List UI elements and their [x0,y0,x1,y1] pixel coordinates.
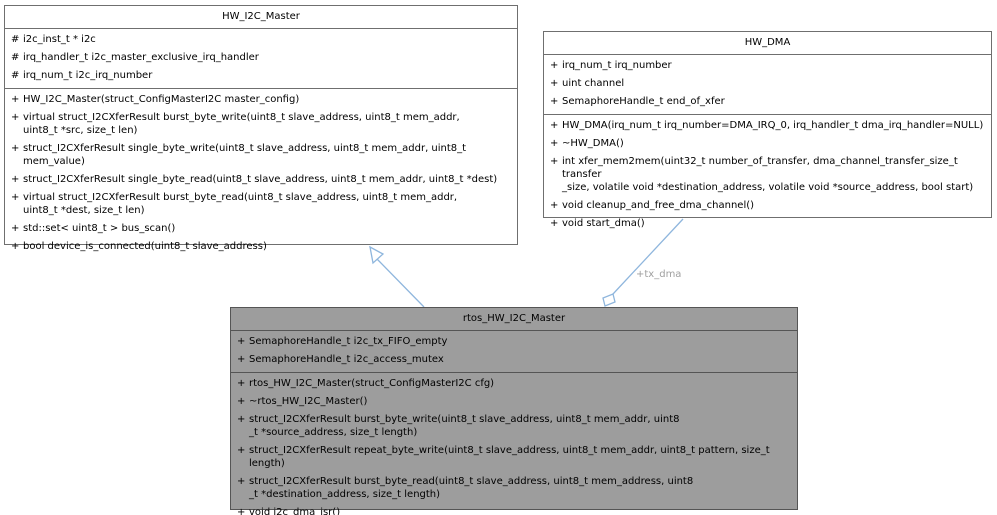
visibility-marker: + [237,378,246,389]
class-title: HW_I2C_Master [5,6,517,29]
method-text: void start_dma() [562,218,645,229]
attributes-section: +irq_num_t irq_number +uint channel +Sem… [544,55,991,115]
method-text: struct_I2CXferResult burst_byte_read(uin… [249,476,694,500]
visibility-marker: # [11,34,20,45]
attributes-section: #i2c_inst_t * i2c #irq_handler_t i2c_mas… [5,29,517,89]
visibility-marker: + [550,60,559,71]
method-text: ~rtos_HW_I2C_Master() [249,396,368,407]
visibility-marker: + [11,192,20,203]
method[interactable]: +void start_dma() [544,215,991,233]
visibility-marker: + [237,396,246,407]
visibility-marker: + [550,200,559,211]
attribute-text: SemaphoreHandle_t end_of_xfer [562,96,725,107]
attribute-text: SemaphoreHandle_t i2c_access_mutex [249,354,444,365]
attribute[interactable]: +SemaphoreHandle_t i2c_tx_FIFO_empty [231,333,797,351]
class-hw-dma[interactable]: HW_DMA +irq_num_t irq_number +uint chann… [543,31,992,229]
visibility-marker: + [550,156,559,167]
method[interactable]: +struct_I2CXferResult single_byte_write(… [5,140,517,171]
visibility-marker: + [550,218,559,229]
method[interactable]: +int xfer_mem2mem(uint32_t number_of_tra… [544,153,991,197]
visibility-marker: + [237,476,246,487]
method[interactable]: +HW_DMA(irq_num_t irq_number=DMA_IRQ_0, … [544,117,991,135]
attribute[interactable]: +SemaphoreHandle_t i2c_access_mutex [231,351,797,369]
method[interactable]: +virtual struct_I2CXferResult burst_byte… [5,109,517,140]
method-text: struct_I2CXferResult burst_byte_write(ui… [249,414,680,438]
visibility-marker: + [237,507,246,515]
inheritance-edge [376,258,425,308]
visibility-marker: + [11,223,20,234]
visibility-marker: + [11,143,20,154]
class-rtos-hw-i2c-master[interactable]: rtos_HW_I2C_Master +SemaphoreHandle_t i2… [230,307,798,515]
methods-section: +rtos_HW_I2C_Master(struct_ConfigMasterI… [231,373,797,515]
method-text: rtos_HW_I2C_Master(struct_ConfigMasterI2… [249,378,495,389]
methods-section: +HW_DMA(irq_num_t irq_number=DMA_IRQ_0, … [544,115,991,236]
method-text: struct_I2CXferResult repeat_byte_write(u… [249,445,773,469]
visibility-marker: + [237,414,246,425]
class-title: rtos_HW_I2C_Master [231,308,797,331]
aggregation-diamond [602,293,616,307]
attribute[interactable]: #irq_num_t i2c_irq_number [5,67,517,85]
visibility-marker: + [11,174,20,185]
visibility-marker: + [550,78,559,89]
method[interactable]: +struct_I2CXferResult single_byte_read(u… [5,171,517,189]
method[interactable]: +~rtos_HW_I2C_Master() [231,393,797,411]
method-text: HW_I2C_Master(struct_ConfigMasterI2C mas… [23,94,300,105]
method[interactable]: +void cleanup_and_free_dma_channel() [544,197,991,215]
method-text: struct_I2CXferResult single_byte_write(u… [23,143,470,167]
attribute-text: irq_handler_t i2c_master_exclusive_irq_h… [23,52,259,63]
method-text: void cleanup_and_free_dma_channel() [562,200,755,211]
method[interactable]: +bool device_is_connected(uint8_t slave_… [5,238,517,256]
methods-section: +HW_I2C_Master(struct_ConfigMasterI2C ma… [5,89,517,259]
method-text: bool device_is_connected(uint8_t slave_a… [23,241,267,252]
method[interactable]: +~HW_DMA() [544,135,991,153]
method[interactable]: +struct_I2CXferResult burst_byte_read(ui… [231,473,797,504]
association-edge [612,218,684,295]
attribute-text: irq_num_t i2c_irq_number [23,70,153,81]
visibility-marker: + [11,241,20,252]
method-text: void i2c_dma_isr() [249,507,341,515]
visibility-marker: + [550,138,559,149]
method-text: int xfer_mem2mem(uint32_t number_of_tran… [562,156,974,193]
visibility-marker: + [237,336,246,347]
visibility-marker: + [550,96,559,107]
attribute-text: irq_num_t irq_number [562,60,672,71]
visibility-marker: # [11,70,20,81]
association-label: +tx_dma [636,269,682,280]
method[interactable]: +rtos_HW_I2C_Master(struct_ConfigMasterI… [231,375,797,393]
attributes-section: +SemaphoreHandle_t i2c_tx_FIFO_empty +Se… [231,331,797,373]
attribute[interactable]: +SemaphoreHandle_t end_of_xfer [544,93,991,111]
method-text: HW_DMA(irq_num_t irq_number=DMA_IRQ_0, i… [562,120,984,131]
method[interactable]: +struct_I2CXferResult repeat_byte_write(… [231,442,797,473]
method[interactable]: +HW_I2C_Master(struct_ConfigMasterI2C ma… [5,91,517,109]
method-text: ~HW_DMA() [562,138,624,149]
visibility-marker: + [11,94,20,105]
visibility-marker: + [237,354,246,365]
attribute[interactable]: #irq_handler_t i2c_master_exclusive_irq_… [5,49,517,67]
method[interactable]: +struct_I2CXferResult burst_byte_write(u… [231,411,797,442]
class-hw-i2c-master[interactable]: HW_I2C_Master #i2c_inst_t * i2c #irq_han… [4,5,518,252]
method-text: virtual struct_I2CXferResult burst_byte_… [23,112,460,136]
method[interactable]: +void i2c_dma_isr() [231,504,797,515]
attribute-text: i2c_inst_t * i2c [23,34,96,45]
visibility-marker: + [550,120,559,131]
inheritance-arrowhead [369,245,385,265]
attribute[interactable]: +irq_num_t irq_number [544,57,991,75]
class-title: HW_DMA [544,32,991,55]
attribute[interactable]: #i2c_inst_t * i2c [5,31,517,49]
method-text: virtual struct_I2CXferResult burst_byte_… [23,192,458,216]
attribute-text: uint channel [562,78,625,89]
visibility-marker: # [11,52,20,63]
method[interactable]: +virtual struct_I2CXferResult burst_byte… [5,189,517,220]
method-text: std::set< uint8_t > bus_scan() [23,223,176,234]
method-text: struct_I2CXferResult single_byte_read(ui… [23,174,498,185]
visibility-marker: + [11,112,20,123]
attribute[interactable]: +uint channel [544,75,991,93]
method[interactable]: +std::set< uint8_t > bus_scan() [5,220,517,238]
attribute-text: SemaphoreHandle_t i2c_tx_FIFO_empty [249,336,448,347]
visibility-marker: + [237,445,246,456]
